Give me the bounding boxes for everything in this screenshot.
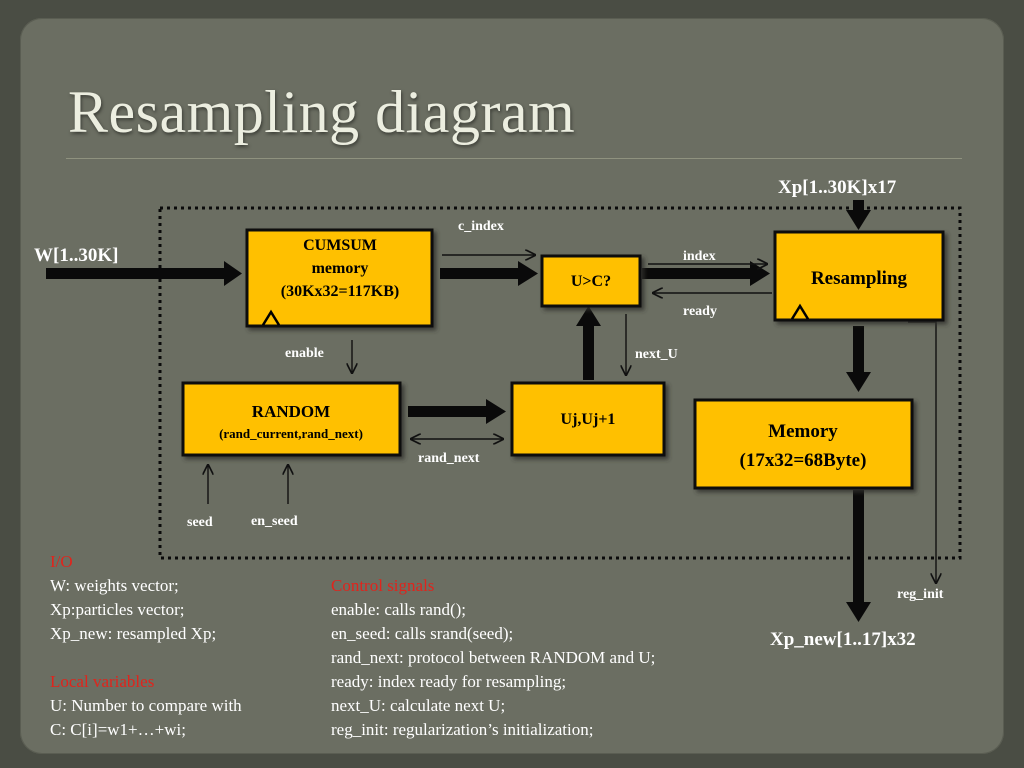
control-signal-notes: Control signals enable: calls rand(); en… [331,574,655,742]
random-line-2: (rand_current,rand_next) [219,426,363,441]
control-signal-line: reg_init: regularization’s initializatio… [331,720,594,739]
memory-line-1: Memory [768,421,838,442]
arrow-random-to-uj [408,399,506,424]
block-random: RANDOM (rand_current,rand_next) [181,381,402,457]
io-line: Xp_new: resampled Xp; [50,624,217,643]
io-heading: I/O [50,552,73,571]
control-signal-line: ready: index ready for resampling; [331,672,567,691]
arrow-compare-to-resampling [642,261,770,286]
local-variables-heading: Local variables [50,672,155,691]
label-ready: ready [683,304,717,319]
arrow-cumsum-to-compare [440,261,538,286]
clock-marker-icon [261,309,281,326]
label-c-index: c_index [458,219,504,234]
resampling-label: Resampling [811,268,908,289]
arrow-w-to-cumsum [46,261,242,286]
label-seed: seed [187,515,213,530]
system-boundary [158,206,962,560]
label-rand-next: rand_next [418,451,480,466]
control-signal-line: next_U: calculate next U; [331,696,506,715]
arrow-xp-to-resampling [846,200,871,230]
arrow-uj-to-compare [576,306,601,380]
block-resampling: Resampling [773,230,945,322]
label-xp-input: Xp[1..30K]x17 [778,177,897,198]
block-memory: Memory (17x32=68Byte) [693,398,914,490]
control-signal-line: enable: calls rand(); [331,600,466,619]
uj-label: Uj,Uj+1 [561,411,616,428]
control-signals-heading: Control signals [331,576,435,595]
thick-arrows [46,200,871,622]
label-next-u: next_U [635,347,678,362]
thin-arrows [208,255,936,584]
arrow-reg-init [908,321,936,584]
label-w-input: W[1..30K] [34,245,118,266]
label-xp-output: Xp_new[1..17]x32 [770,629,916,650]
label-reg-init: reg_init [897,587,944,602]
block-compare: U>C? [540,254,642,308]
label-enable: enable [285,346,324,361]
io-line: Xp:particles vector; [50,600,185,619]
label-index: index [683,249,716,264]
io-line: W: weights vector; [50,576,179,595]
compare-label: U>C? [571,273,611,290]
control-signal-line: en_seed: calls srand(seed); [331,624,514,643]
control-signal-line: rand_next: protocol between RANDOM and U… [331,648,656,667]
cumsum-line-1: CUMSUM [303,237,377,254]
block-uj: Uj,Uj+1 [510,381,666,457]
cumsum-line-2: memory [312,260,369,277]
label-en-seed: en_seed [251,514,298,529]
block-cumsum: CUMSUM memory (30Kx32=117KB) [245,228,434,328]
clock-marker-icon [790,303,810,320]
local-variables-line: U: Number to compare with [50,696,242,715]
random-line-1: RANDOM [252,402,330,421]
cumsum-line-3: (30Kx32=117KB) [281,283,399,300]
memory-line-2: (17x32=68Byte) [740,450,867,471]
slide-title: Resampling diagram [68,79,576,145]
io-notes: I/O W: weights vector; Xp:particles vect… [50,550,242,742]
arrow-resampling-to-memory [846,326,871,392]
title-underline [66,158,962,159]
arrow-memory-to-output [846,490,871,622]
local-variables-line: C: C[i]=w1+…+wi; [50,720,186,739]
